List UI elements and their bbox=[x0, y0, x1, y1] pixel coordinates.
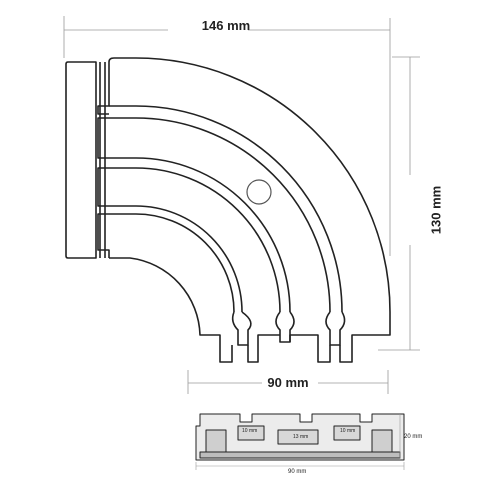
right-height-label: 130 mm bbox=[428, 185, 444, 235]
left-lip-4 bbox=[97, 213, 110, 258]
cs-label-height: 20 mm bbox=[404, 434, 423, 440]
channel-2-outer bbox=[109, 157, 291, 313]
channel-1-inner bbox=[109, 117, 331, 313]
profile-channel-1 bbox=[237, 425, 265, 441]
cross-section-profile bbox=[195, 413, 405, 461]
outer-edge bbox=[108, 57, 391, 336]
track-bend bbox=[65, 57, 391, 363]
bottom-hook-3 bbox=[289, 334, 331, 363]
channel-3-outer bbox=[109, 205, 243, 313]
channel-1-outer bbox=[109, 105, 343, 313]
glider-bulb-3 bbox=[325, 311, 346, 346]
profile-channel-left bbox=[205, 429, 227, 453]
left-lip-3 bbox=[97, 167, 109, 207]
dimension-lines bbox=[63, 16, 420, 394]
cs-label-13mm: 13 mm bbox=[293, 434, 309, 440]
bottom-hook-1 bbox=[210, 334, 233, 363]
channel-3-inner bbox=[109, 213, 235, 313]
profile-channel-right bbox=[371, 429, 393, 453]
cs-label-10mm-right: 10 mm bbox=[340, 428, 356, 434]
profile-base bbox=[199, 451, 401, 459]
inner-edge bbox=[109, 257, 210, 336]
left-lip-2 bbox=[97, 117, 109, 159]
profile-channel-2 bbox=[277, 429, 319, 445]
left-lip-1 bbox=[97, 62, 110, 115]
bottom-hook-4 bbox=[339, 334, 380, 363]
cs-label-width: 90 mm bbox=[288, 469, 307, 475]
bottom-width-label: 90 mm bbox=[267, 375, 309, 390]
screw-hole bbox=[246, 179, 272, 205]
cross-section-dimensions bbox=[195, 414, 405, 470]
channel-2-inner bbox=[109, 167, 281, 313]
top-width-text: 146 mm bbox=[201, 18, 251, 33]
bottom-hook-2 bbox=[247, 334, 280, 363]
glider-bulb-1 bbox=[231, 311, 252, 346]
profile-channel-3 bbox=[333, 425, 361, 441]
connector-block bbox=[65, 61, 97, 259]
top-width-label: 146 mm bbox=[0, 18, 500, 33]
cs-label-10mm-left: 10 mm bbox=[242, 428, 258, 434]
glider-bulb-2 bbox=[275, 311, 295, 343]
